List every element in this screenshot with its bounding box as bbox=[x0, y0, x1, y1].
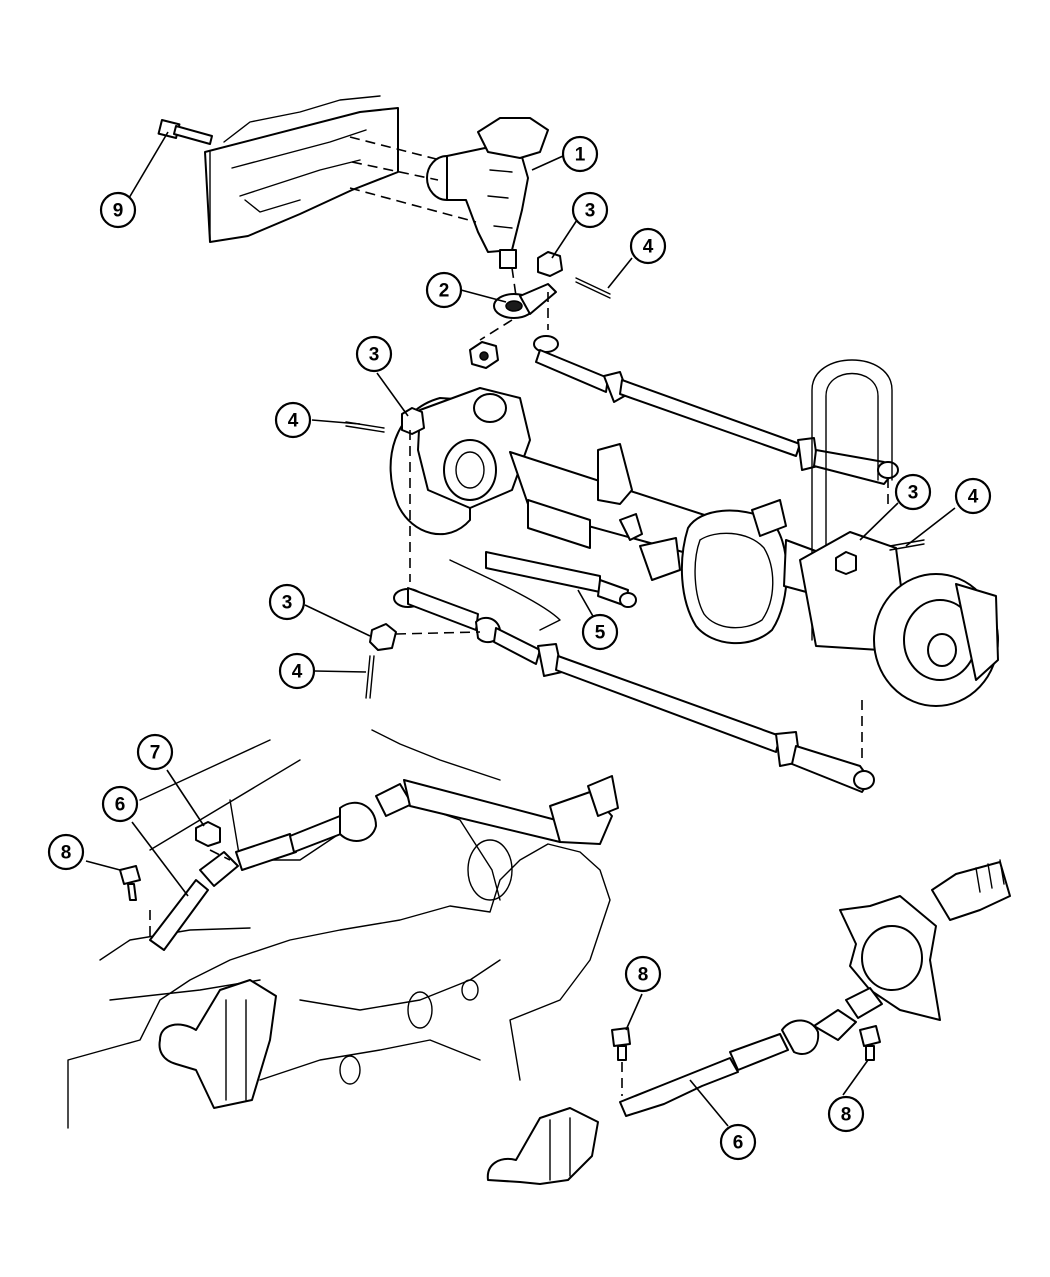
callout-1: 1 bbox=[561, 135, 599, 173]
callout-5: 5 bbox=[581, 613, 619, 651]
intermediate-shaft-view bbox=[486, 859, 1011, 1185]
callout-8-right: 8 bbox=[827, 1095, 865, 1133]
callout-3-upper-left-label: 3 bbox=[369, 345, 380, 366]
callout-3-lower-left: 3 bbox=[268, 583, 306, 621]
callout-3-top-label: 3 bbox=[585, 201, 596, 222]
callout-6-right: 6 bbox=[719, 1123, 757, 1161]
leader-lines bbox=[85, 131, 956, 1127]
callout-4-top-label: 4 bbox=[643, 237, 654, 258]
callout-8-right-label: 8 bbox=[841, 1105, 852, 1126]
callout-3-right: 3 bbox=[894, 473, 932, 511]
callout-8-left: 8 bbox=[47, 833, 85, 871]
pitman-arm bbox=[493, 283, 557, 319]
front-axle bbox=[389, 359, 999, 707]
callout-6-left: 6 bbox=[101, 785, 139, 823]
callout-3-right-label: 3 bbox=[908, 483, 919, 504]
callout-7: 7 bbox=[136, 733, 174, 771]
callout-2: 2 bbox=[425, 271, 463, 309]
callout-1-label: 1 bbox=[575, 145, 586, 166]
callout-4-lower-left-label: 4 bbox=[292, 662, 303, 683]
castle-nut bbox=[835, 551, 857, 575]
callout-7-label: 7 bbox=[150, 743, 161, 764]
callout-8-center-label: 8 bbox=[638, 965, 649, 986]
cotter-pin bbox=[575, 277, 611, 299]
callout-4-lower-left: 4 bbox=[278, 652, 316, 690]
callout-3-top: 3 bbox=[571, 191, 609, 229]
drag-link bbox=[533, 335, 899, 510]
callout-4-right-label: 4 bbox=[968, 487, 979, 508]
castle-nut bbox=[537, 251, 563, 277]
castle-nut bbox=[369, 623, 397, 651]
bolt bbox=[859, 1025, 881, 1047]
tie-rod bbox=[393, 587, 875, 793]
callout-9: 9 bbox=[99, 191, 137, 229]
callout-8-center: 8 bbox=[624, 955, 662, 993]
callout-4-upper-left-label: 4 bbox=[288, 411, 299, 432]
steering-gear bbox=[426, 117, 549, 269]
callout-4-top: 4 bbox=[629, 227, 667, 265]
bolt bbox=[611, 1027, 631, 1047]
callout-5-label: 5 bbox=[595, 623, 606, 644]
callout-4-upper-left: 4 bbox=[274, 401, 312, 439]
mounting-bolt bbox=[157, 119, 213, 145]
callout-2-label: 2 bbox=[439, 281, 450, 302]
frame-rail bbox=[204, 95, 399, 243]
nut bbox=[195, 821, 221, 847]
cotter-pin bbox=[365, 655, 375, 699]
callout-6-left-label: 6 bbox=[115, 795, 126, 816]
callout-3-lower-left-label: 3 bbox=[282, 593, 293, 614]
callout-6-right-label: 6 bbox=[733, 1133, 744, 1154]
callout-9-label: 9 bbox=[113, 201, 124, 222]
callout-3-upper-left: 3 bbox=[355, 335, 393, 373]
pitman-nut bbox=[469, 341, 499, 369]
cotter-pin bbox=[889, 539, 925, 551]
callout-8-left-label: 8 bbox=[61, 843, 72, 864]
engine-bay-view bbox=[67, 729, 619, 1129]
bolt bbox=[119, 865, 141, 885]
callout-4-right: 4 bbox=[954, 477, 992, 515]
